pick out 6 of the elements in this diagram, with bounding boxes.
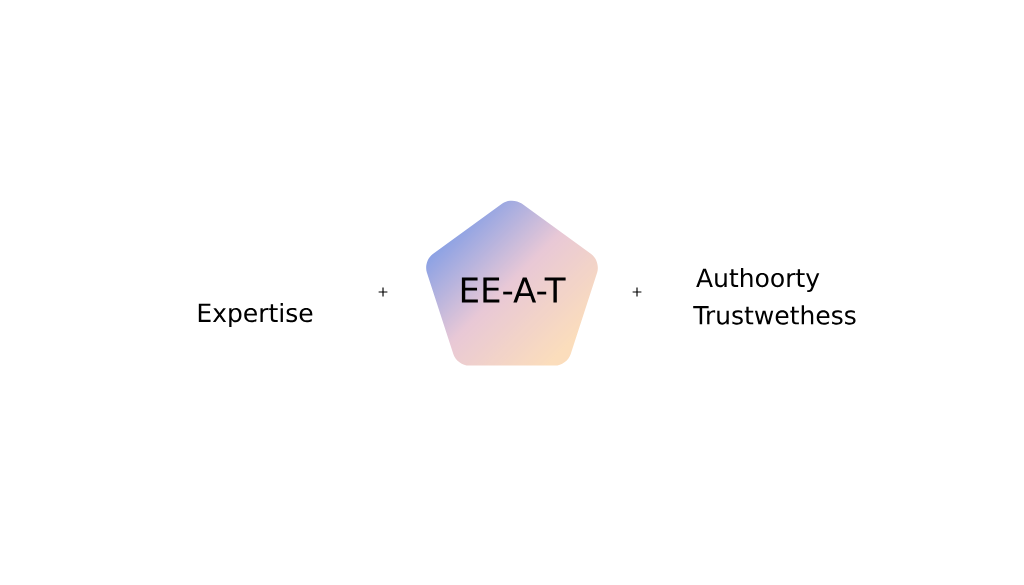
pentagon: EE-A-T bbox=[461, 277, 566, 303]
plus-sign: + bbox=[378, 287, 388, 297]
word: Trustwethess bbox=[693, 305, 856, 325]
plus-sign: + bbox=[632, 287, 642, 297]
word: Authoorty bbox=[696, 267, 820, 293]
word: Expertise bbox=[198, 302, 313, 328]
